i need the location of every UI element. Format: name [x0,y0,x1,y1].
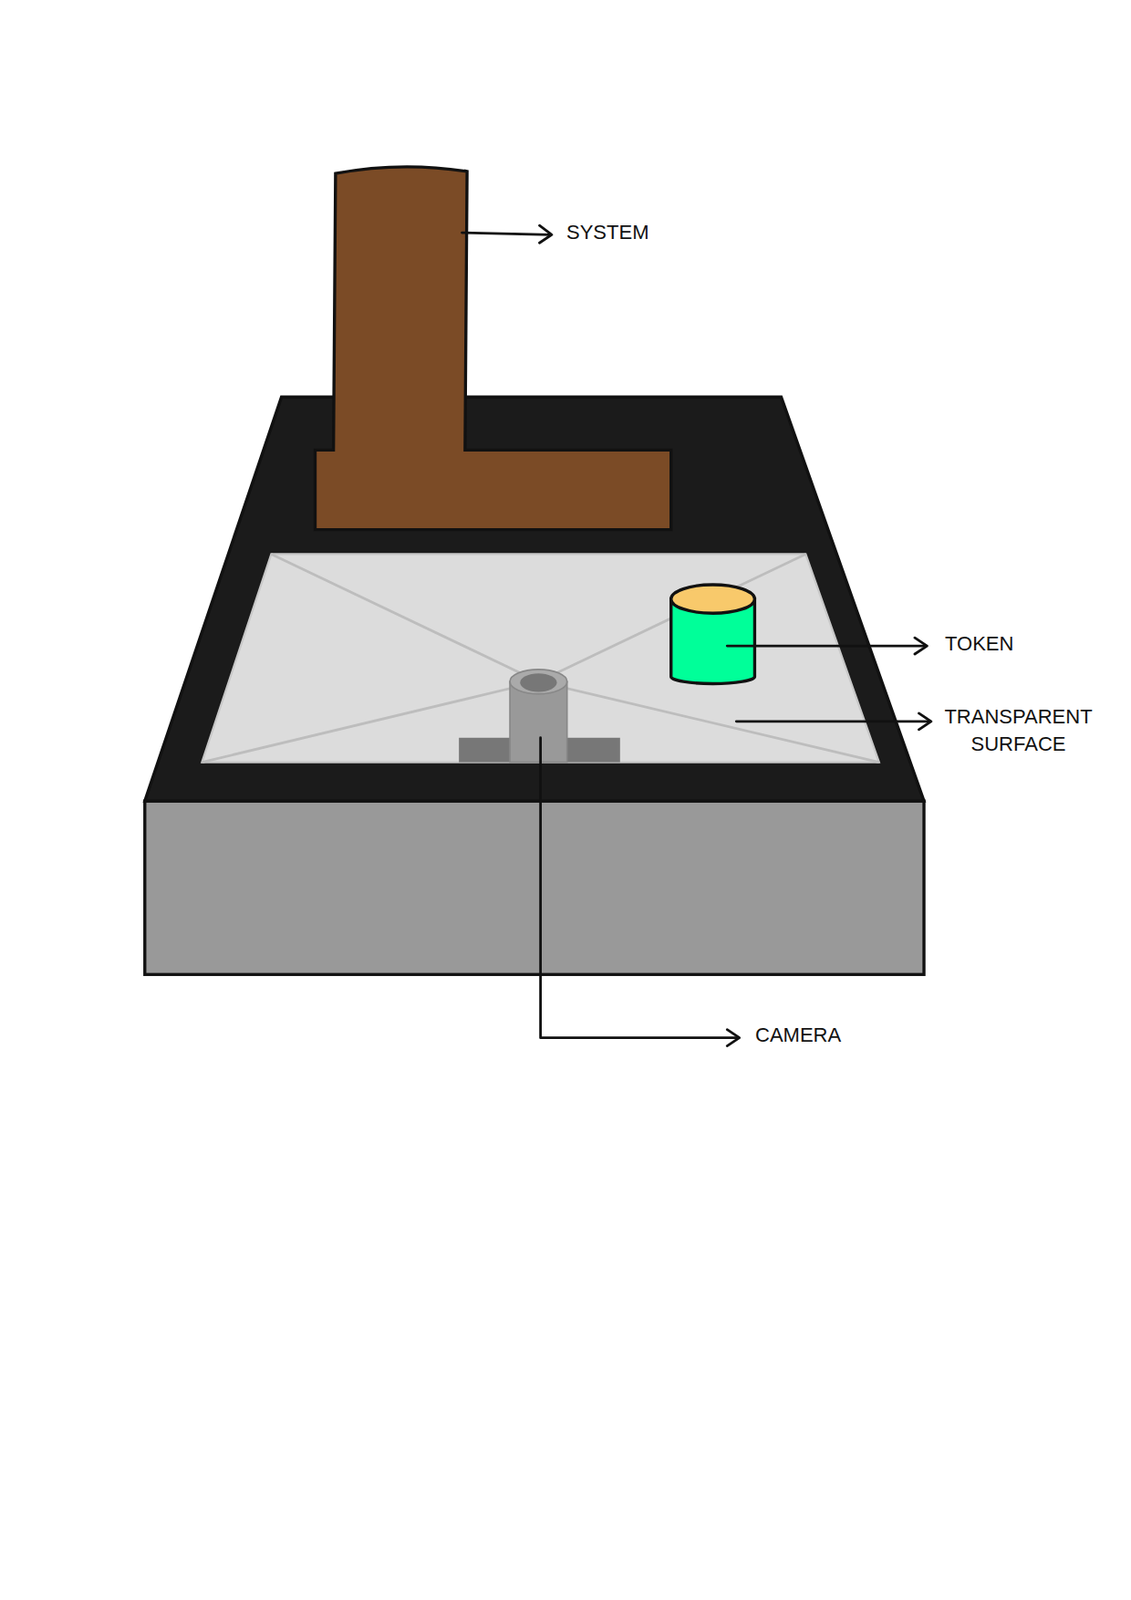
transparent-surface [201,553,879,762]
leader-lines [462,225,932,1046]
view-lines [201,553,879,762]
system-unit [315,166,672,530]
part-label: TRANSPARENT SURFACE [939,703,1098,758]
part-label: CAMERA [755,1021,841,1049]
housing-front [145,800,924,975]
token-cylinder [671,584,756,685]
part-label: SYSTEM [566,218,649,247]
part-label: TOKEN [944,630,1014,658]
